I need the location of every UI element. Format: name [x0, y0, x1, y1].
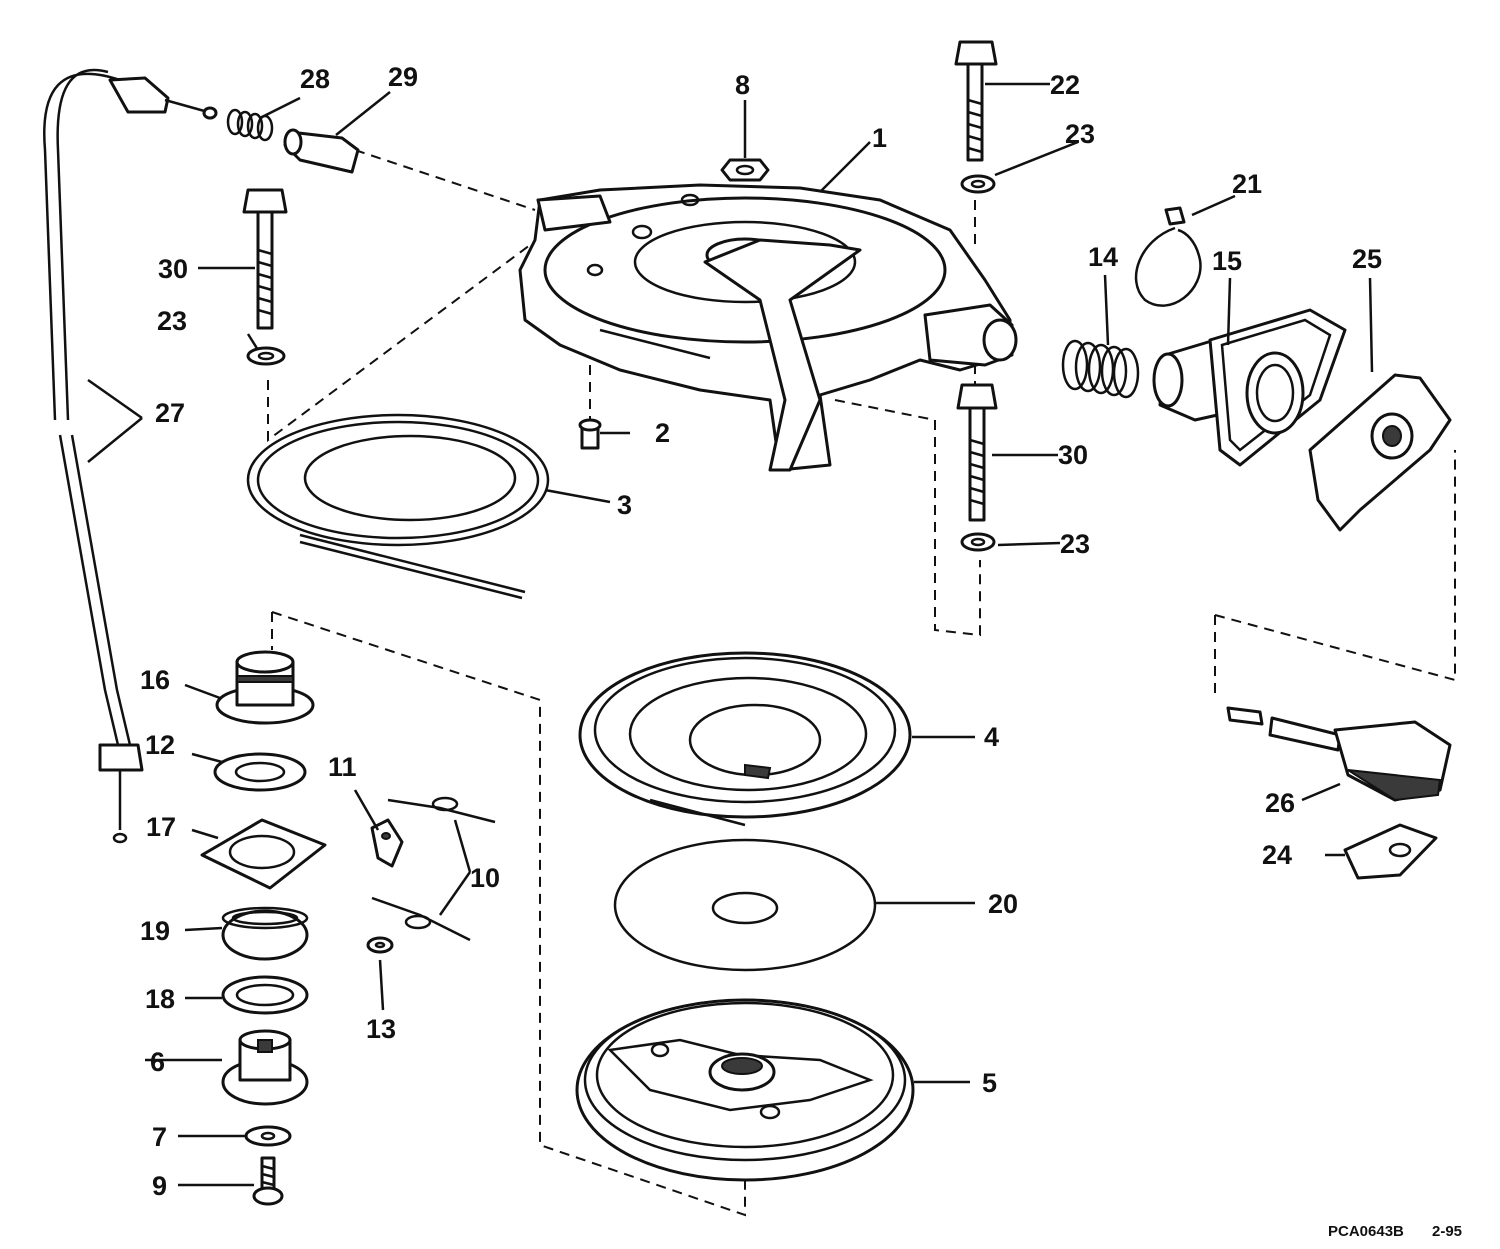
callout-18: 18 [145, 984, 175, 1014]
hub-part-6 [221, 1029, 309, 1106]
leader-lines [87, 82, 1374, 1187]
callout-7: 7 [152, 1122, 167, 1152]
spring-part-14 [1061, 339, 1140, 399]
cup-part-16 [215, 650, 315, 725]
callout-9: 9 [152, 1171, 167, 1201]
figure-date: 2-95 [1432, 1223, 1462, 1240]
callout-3: 3 [617, 490, 632, 520]
callout-23-left: 23 [157, 306, 187, 336]
assembly-guide-lines [267, 149, 1456, 1217]
insert-part-24 [1343, 823, 1438, 880]
starter-rope-part-3 [246, 413, 550, 600]
handle-part-26 [1226, 706, 1452, 802]
screw-part-9 [252, 1156, 284, 1206]
callout-13: 13 [366, 1014, 396, 1044]
callout-15: 15 [1212, 246, 1242, 276]
callout-30-left: 30 [158, 254, 188, 284]
pawl-part-11 [370, 818, 404, 868]
callout-25: 25 [1352, 244, 1382, 274]
washer-part-13 [366, 936, 394, 954]
callout-26: 26 [1265, 788, 1295, 818]
callout-30-right: 30 [1058, 440, 1088, 470]
callout-22: 22 [1050, 70, 1080, 100]
lock-washer-part-23-top [960, 174, 996, 194]
figure-code: PCA0643B [1328, 1223, 1404, 1240]
clamp-part-21 [1134, 206, 1202, 307]
seal-part-19 [221, 906, 309, 961]
callout-14: 14 [1088, 242, 1118, 272]
callout-6: 6 [150, 1047, 165, 1077]
callout-23-right: 23 [1060, 529, 1090, 559]
callout-8: 8 [735, 70, 750, 100]
bolt-part-30-right [956, 383, 998, 522]
rope-guide-part-15 [1152, 308, 1347, 467]
callout-20: 20 [988, 889, 1018, 919]
plate-part-20 [613, 838, 877, 972]
callout-10: 10 [470, 863, 500, 893]
callout-19: 19 [140, 916, 170, 946]
callout-27: 27 [155, 398, 185, 428]
bolt-part-30-left [242, 188, 288, 330]
callout-24: 24 [1262, 840, 1292, 870]
washer-part-12 [213, 752, 307, 792]
callout-29: 29 [388, 62, 418, 92]
rewind-spring-part-4 [578, 651, 912, 827]
callout-4: 4 [984, 722, 999, 752]
callout-23-top: 23 [1065, 119, 1095, 149]
callout-1: 1 [872, 123, 887, 153]
callout-28: 28 [300, 64, 330, 94]
lock-washer-part-23-left [246, 346, 286, 366]
plunger-part-29 [283, 128, 360, 174]
washer-part-7 [244, 1125, 292, 1147]
nut-part-8 [720, 158, 770, 182]
bolt-part-22 [954, 40, 998, 162]
lock-washer-part-23-right [960, 532, 996, 552]
springs-part-10 [371, 796, 496, 942]
pulley-part-5 [575, 998, 915, 1182]
callout-labels: 1 2 3 4 5 6 7 8 9 10 11 12 13 14 15 16 1… [140, 62, 1382, 1201]
choke-cable-part-27 [43, 68, 218, 844]
callout-16: 16 [140, 665, 170, 695]
gasket-part-17 [200, 818, 327, 890]
callout-17: 17 [146, 812, 176, 842]
callout-2: 2 [655, 418, 670, 448]
callout-5: 5 [982, 1068, 997, 1098]
cover-part-25 [1308, 373, 1452, 532]
starter-housing-part-1 [518, 183, 1018, 472]
ring-part-18 [221, 975, 309, 1015]
callout-11: 11 [328, 752, 357, 782]
callout-12: 12 [145, 730, 175, 760]
callout-21: 21 [1232, 169, 1262, 199]
screw-part-2 [578, 418, 602, 450]
